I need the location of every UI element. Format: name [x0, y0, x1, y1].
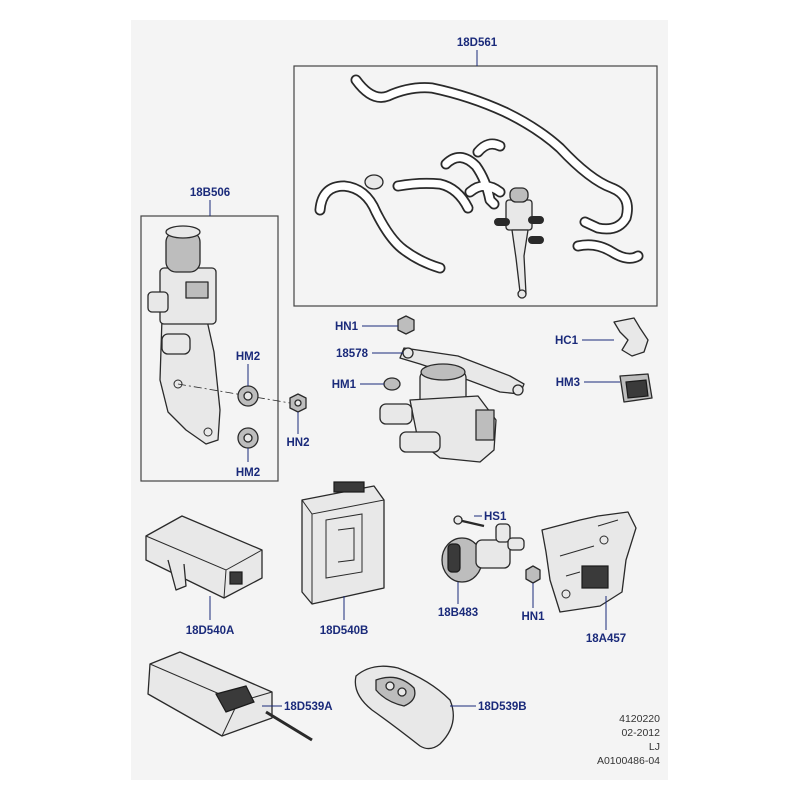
remote-a-body [147, 651, 273, 737]
bracket-18a457 [541, 511, 637, 613]
label-hm1: HM1 [332, 379, 357, 391]
footer-drawing-id: A0100486-04 [597, 755, 660, 767]
label-18d561: 18D561 [457, 37, 498, 49]
label-hm2-bottom: HM2 [236, 467, 260, 479]
grommet-hm1 [383, 377, 401, 391]
label-hc1: HC1 [555, 335, 579, 347]
remote-a-group [147, 651, 313, 742]
valve-body-small [505, 199, 533, 231]
label-18d540a: 18D540A [186, 625, 235, 637]
label-18a457: 18A457 [586, 633, 626, 645]
label-hs1: HS1 [484, 511, 507, 523]
label-18d539b: 18D539B [478, 701, 527, 713]
label-hm3: HM3 [556, 377, 580, 389]
label-hn2: HN2 [286, 437, 309, 449]
diagram-panel [131, 20, 668, 780]
footer-initials: LJ [649, 741, 660, 753]
label-hn1-top: HN1 [335, 321, 359, 333]
remote-a-antenna [265, 710, 313, 742]
heater-valve-port-left [379, 403, 413, 425]
valve-assembly-group [140, 200, 307, 482]
nut-hn1-top [397, 315, 415, 335]
heater-valve-port-lower [399, 431, 441, 453]
module-b-body [301, 485, 385, 605]
label-18d540b: 18D540B [320, 625, 369, 637]
hose-grommet [364, 174, 384, 190]
label-hn1-bottom: HN1 [521, 611, 545, 623]
label-18b483: 18B483 [438, 607, 478, 619]
footer-ref-number: 4120220 [619, 713, 660, 725]
pump-head [475, 539, 511, 569]
module-b-group [301, 481, 385, 620]
clip-hc1 [613, 317, 649, 357]
remote-a-keypad [215, 685, 255, 713]
valve-port-left [147, 291, 169, 313]
module-a-group [145, 515, 263, 620]
pump-group [441, 515, 525, 604]
valve-port-lower [161, 333, 191, 355]
remote-b-group [354, 665, 476, 750]
label-hm2-top: HM2 [236, 351, 260, 363]
heater-valve-group [360, 315, 525, 463]
hose-kit-group [293, 50, 658, 307]
module-a-connector [229, 571, 243, 585]
label-18b506: 18B506 [190, 187, 230, 199]
nut-hn1-bottom [525, 565, 541, 584]
bracket-group [525, 511, 637, 630]
hose-kit-frame [293, 65, 658, 307]
label-18578: 18578 [336, 348, 369, 360]
module-b-connector [333, 481, 365, 493]
footer-date: 02-2012 [621, 727, 660, 739]
label-18d539a: 18D539A [284, 701, 333, 713]
clip-group [582, 317, 653, 403]
